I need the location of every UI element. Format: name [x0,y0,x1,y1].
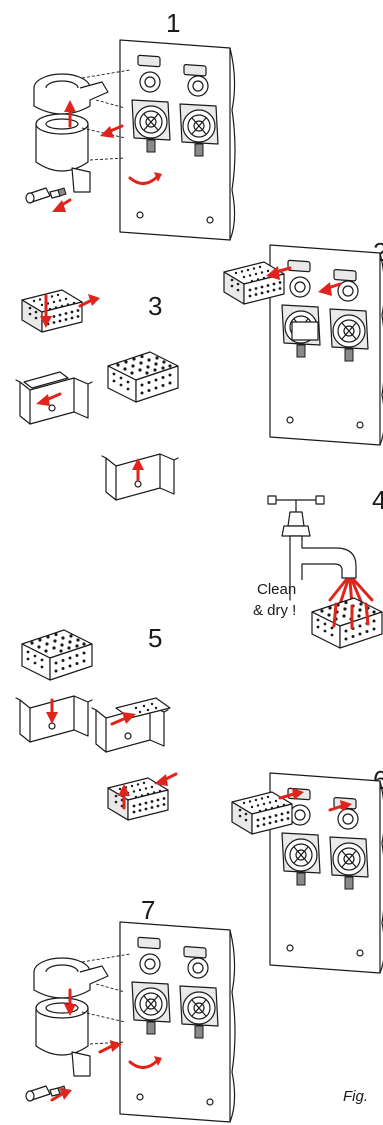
step-3-illustration [16,290,178,500]
step-6-illustration [232,773,383,973]
step-5-illustration [16,630,176,820]
step-1-illustration [26,40,235,240]
step-4-illustration [268,496,382,648]
step-7-illustration [26,922,235,1122]
step-2-illustration [224,245,383,445]
